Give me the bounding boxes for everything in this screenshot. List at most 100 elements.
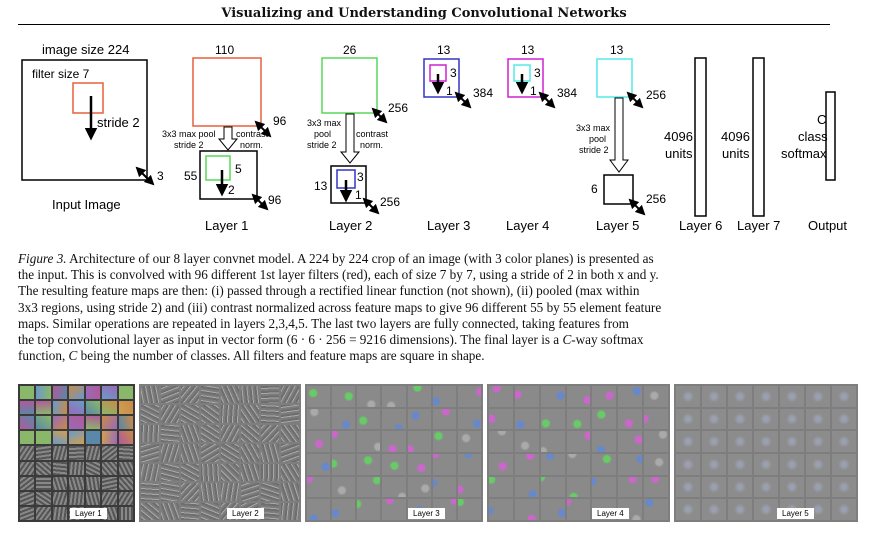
filter-tile: [85, 446, 101, 460]
filter-tile: [457, 453, 481, 475]
filter-tile: [332, 453, 356, 475]
input-depth-arrow: [135, 166, 155, 186]
filter-tile: [754, 431, 778, 452]
filter-tile: [644, 453, 668, 475]
filter-tile: [489, 476, 513, 498]
filter-tile: [832, 476, 856, 498]
filter-tile: [618, 431, 643, 452]
filter-tile: [102, 431, 117, 445]
filter-tile: [676, 453, 700, 475]
filter-tile: [201, 386, 219, 404]
filter-tile: [566, 431, 591, 452]
filter-tile: [592, 453, 617, 475]
filter-tile: [754, 499, 778, 520]
filter-tile: [566, 408, 591, 430]
filter-tile: [514, 476, 539, 498]
filter-tile: [241, 424, 259, 443]
header-title: Visualizing and Understanding Convolutio…: [221, 6, 627, 21]
filter-tile: [20, 461, 35, 475]
layer1-depth-top-arrow: [254, 120, 272, 138]
filter-tile: [514, 499, 539, 520]
filter-tile: [357, 453, 381, 475]
filter-tile: [281, 502, 299, 520]
layer7-units-2: units: [722, 146, 750, 161]
layer3-caption: Layer 3: [427, 218, 470, 233]
layer1-contrast-1: contrast: [236, 129, 269, 139]
filter-tile: [141, 405, 159, 423]
filter-tile: [69, 446, 84, 460]
filter-tile: [281, 483, 299, 501]
filter-tile: [832, 453, 856, 475]
filter-tile: [432, 386, 456, 407]
caption-line-7: function, C being the number of classes.…: [18, 348, 485, 364]
layer4-visualization: Layer 4: [487, 384, 670, 522]
filter-tile: [52, 446, 68, 460]
filter-tile: [102, 416, 117, 430]
output-units-2: class: [798, 129, 828, 144]
layer5-top-size: 13: [610, 43, 624, 57]
layer2-pool-2: pool: [314, 129, 331, 139]
caption-line-6: the top convolutional layer as input in …: [18, 332, 644, 348]
filter-tile: [806, 453, 830, 475]
filter-tile: [118, 506, 133, 520]
filter-tile: [728, 476, 752, 498]
layer2-depth-top-arrow: [371, 107, 388, 124]
filter-tile: [141, 424, 159, 443]
filter-tile: [728, 499, 752, 520]
filter-tile: [221, 444, 239, 462]
filter-tile: [102, 476, 117, 490]
filter-tile: [20, 446, 35, 460]
filter-tile: [514, 453, 539, 475]
filter-tile: [161, 483, 179, 501]
filter-tile: [261, 483, 279, 501]
filter-tile: [832, 499, 856, 520]
filter-tile: [332, 499, 356, 520]
filter-tile: [676, 476, 700, 498]
filter-tile: [69, 401, 84, 415]
output-units-1: C: [817, 112, 826, 127]
filter-tile: [261, 386, 279, 404]
layer7-caption: Layer 7: [737, 218, 780, 233]
caption-line-5: maps. Similar operations are repeated in…: [18, 315, 629, 331]
filter-tile: [36, 431, 51, 445]
layer2-caption: Layer 2: [329, 218, 372, 233]
filter-tile: [141, 483, 159, 501]
layer1-pool-2: stride 2: [174, 140, 204, 150]
layer1-map-size: 55: [184, 169, 198, 183]
layer1-depth-top: 96: [273, 114, 287, 128]
filter-tile: [806, 386, 830, 407]
filter-tile: [357, 431, 381, 452]
filter-tile: [432, 431, 456, 452]
filter-tile: [161, 463, 179, 482]
filter-tile: [281, 463, 299, 482]
filter-tile: [141, 502, 159, 520]
filter-tile: [85, 431, 101, 445]
caption-label: Figure 3.: [18, 251, 67, 266]
filter-tile: [754, 386, 778, 407]
filter-tile: [118, 461, 133, 475]
filter-tile: [489, 453, 513, 475]
filter-tile: [332, 431, 356, 452]
filter-tile: [118, 386, 133, 400]
filter-tile: [69, 416, 84, 430]
filter-tile: [201, 483, 219, 501]
filter-tile: [181, 405, 199, 423]
layer1-visualization-label: Layer 1: [70, 508, 107, 519]
layer5-depth-top: 256: [646, 88, 666, 102]
filter-tile: [261, 444, 279, 462]
layer1-featuremap-bottom: [199, 150, 258, 200]
filter-tile: [85, 401, 101, 415]
filter-tile: [241, 463, 259, 482]
layer2-stride: 1: [355, 188, 362, 202]
layer5-pool-2: pool: [589, 134, 606, 144]
filter-tile: [618, 453, 643, 475]
filter-tile: [806, 408, 830, 430]
layer1-pool-1: 3x3 max pool: [162, 129, 216, 139]
filter-tile: [592, 408, 617, 430]
filter-tile: [780, 453, 804, 475]
filter-tile: [307, 476, 331, 498]
filter-tile: [161, 502, 179, 520]
filter-tile: [20, 401, 35, 415]
filter-tile: [592, 431, 617, 452]
layer5-depth-top-arrow: [626, 91, 644, 109]
